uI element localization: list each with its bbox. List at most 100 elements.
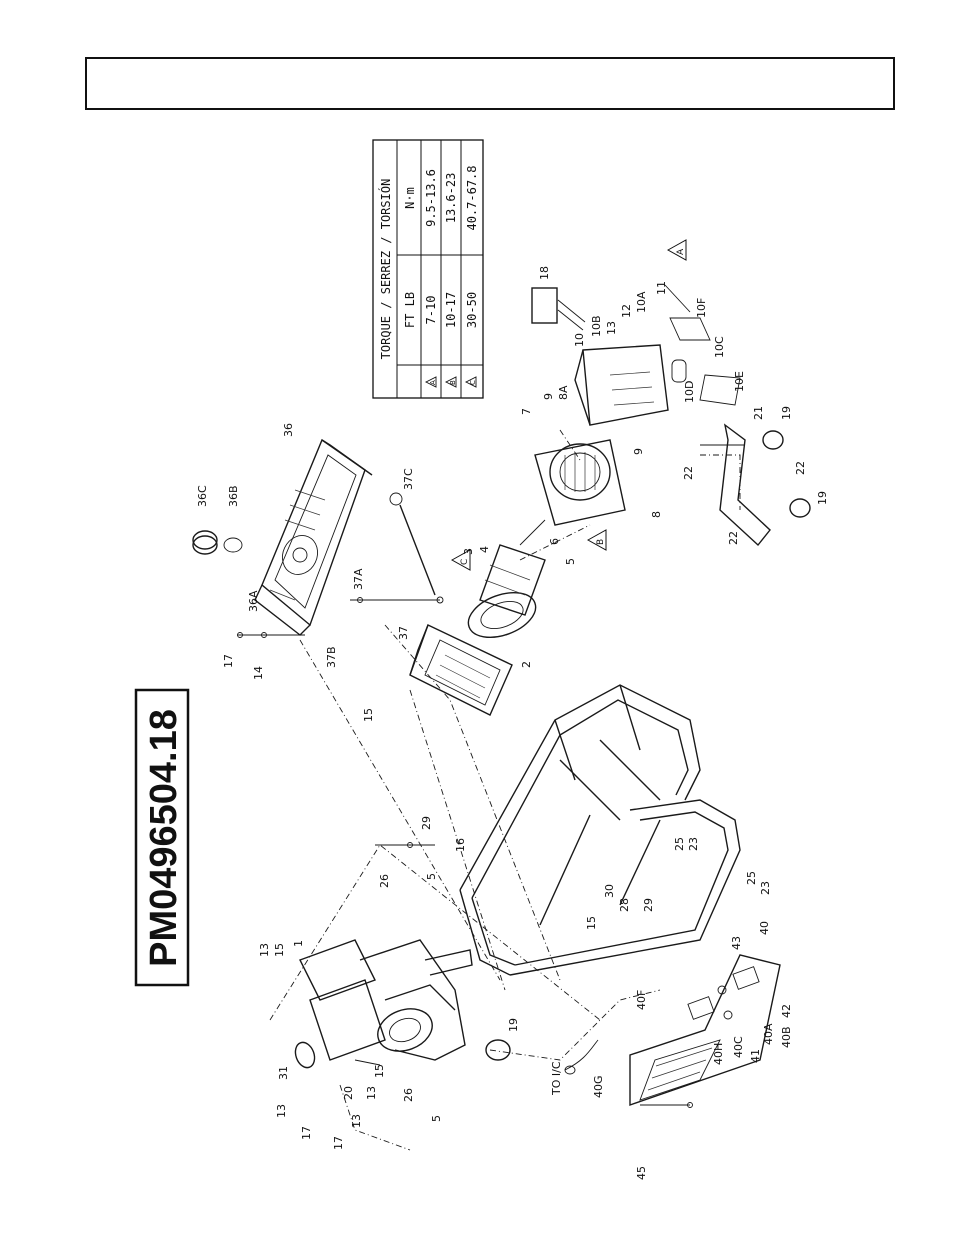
torque-row-c-nm: 40.7-67.8 (465, 165, 479, 230)
fuel-line (350, 492, 444, 604)
label-10: 10 (573, 333, 586, 347)
svg-text:B: B (596, 539, 606, 545)
torque-col-ftlb: FT LB (403, 292, 417, 328)
label-19b: 19 (816, 491, 829, 505)
label-25a: 25 (673, 837, 686, 851)
label-to-ic: TO I/C (550, 1061, 563, 1096)
stator (534, 439, 626, 526)
label-40c: 40C (732, 1036, 745, 1058)
label-40a: 40A (762, 1023, 775, 1045)
label-36: 36 (282, 423, 295, 437)
label-30: 30 (603, 884, 616, 898)
label-21: 21 (752, 406, 765, 420)
label-36a: 36A (247, 590, 260, 612)
label-5b: 5 (425, 873, 438, 880)
label-13d: 13 (350, 1114, 363, 1128)
fuel-cap (192, 530, 243, 555)
label-40: 40 (758, 921, 771, 935)
label-26b: 26 (402, 1088, 415, 1102)
label-7: 7 (520, 408, 533, 415)
model-number-box: PM0496504.18 (134, 688, 190, 987)
label-9: 9 (542, 393, 555, 400)
part-labels: 36 36A 36B 36C 37C 37A 37 37B 3 4 5 6 2 … (196, 266, 829, 1180)
label-10f: 10F (695, 298, 708, 318)
label-37: 37 (397, 626, 410, 640)
label-22a: 22 (682, 466, 695, 480)
label-5a: 5 (564, 558, 577, 565)
label-23a: 23 (687, 837, 700, 851)
label-20: 20 (342, 1086, 355, 1100)
label-36b: 36B (227, 485, 240, 507)
rotor (467, 519, 546, 638)
label-43: 43 (730, 936, 743, 950)
fan-housing (409, 624, 513, 716)
label-8: 8 (650, 511, 663, 518)
torque-row-c-ftlb: 30-50 (465, 292, 479, 328)
label-14: 14 (252, 666, 265, 680)
label-13a: 13 (605, 321, 618, 335)
wire-to-ic (564, 1039, 599, 1075)
label-13e: 13 (365, 1086, 378, 1100)
assembly-lines (269, 429, 741, 1151)
fasteners-14-17 (237, 632, 305, 638)
label-19a: 19 (780, 406, 793, 420)
label-17b: 17 (300, 1126, 313, 1140)
frame (459, 684, 741, 976)
label-37b: 37B (325, 646, 338, 668)
label-17a: 17 (222, 654, 235, 668)
svg-text:A: A (429, 380, 437, 385)
torque-row-b: B 10-17 13.6-23 (444, 173, 458, 388)
model-number: PM0496504.18 (143, 709, 185, 967)
label-29b: 29 (642, 898, 655, 912)
label-8a: 8A (557, 385, 570, 400)
label-9b: 9 (632, 448, 645, 455)
torque-markers: C B A (450, 239, 687, 571)
label-13c: 13 (275, 1104, 288, 1118)
label-19c: 19 (507, 1018, 520, 1032)
svg-text:C: C (469, 380, 477, 385)
label-2: 2 (520, 661, 533, 668)
label-40g: 40G (592, 1075, 605, 1098)
fuel-tank (254, 438, 373, 636)
label-10c: 10C (713, 336, 726, 358)
label-18: 18 (538, 266, 551, 280)
label-10e: 10E (733, 371, 746, 392)
label-16: 16 (454, 838, 467, 852)
label-15a: 15 (362, 708, 375, 722)
mounting-bracket (700, 423, 771, 547)
label-10d: 10D (683, 381, 696, 403)
torque-table-header: TORQUE / SERREZ / TORSIÓN (378, 179, 393, 360)
label-22c: 22 (727, 531, 740, 545)
label-31: 31 (277, 1066, 290, 1080)
label-4: 4 (478, 546, 491, 553)
end-cover (574, 344, 669, 426)
label-6: 6 (548, 538, 561, 545)
label-40h: 40H (712, 1043, 725, 1065)
part-18-component (531, 287, 586, 331)
control-panel (629, 954, 781, 1106)
label-36c: 36C (196, 485, 209, 507)
label-37c: 37C (402, 468, 415, 490)
label-1: 1 (292, 940, 305, 947)
label-23b: 23 (759, 881, 772, 895)
label-5c: 5 (430, 1115, 443, 1122)
label-15c: 15 (273, 943, 286, 957)
label-15d: 15 (373, 1064, 386, 1078)
label-17c: 17 (332, 1136, 345, 1150)
label-11: 11 (655, 281, 668, 295)
label-41: 41 (749, 1049, 762, 1063)
label-45: 45 (635, 1166, 648, 1180)
small-parts-10 (664, 284, 741, 406)
label-37a: 37A (352, 568, 365, 590)
svg-text:A: A (676, 248, 686, 255)
torque-col-nm: N·m (403, 187, 417, 209)
label-29a: 29 (420, 816, 433, 830)
fasteners-26-29 (375, 842, 435, 848)
label-12: 12 (620, 304, 633, 318)
torque-row-a-nm: 9.5-13.6 (424, 169, 438, 227)
svg-text:C: C (460, 559, 470, 565)
svg-text:B: B (449, 380, 457, 385)
label-22b: 22 (794, 461, 807, 475)
header-box (85, 57, 895, 110)
